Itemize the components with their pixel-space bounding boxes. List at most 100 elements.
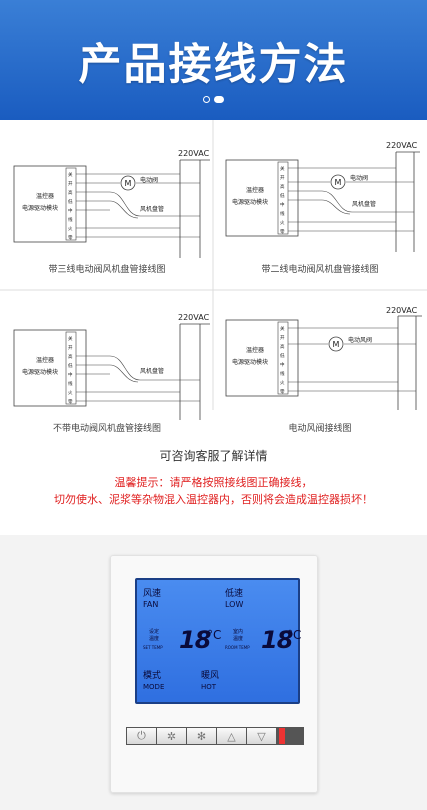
settings-icon: ✻ [196, 729, 207, 743]
fan-icon: ✲ [166, 729, 177, 743]
svg-text:开: 开 [68, 181, 73, 187]
svg-text:火: 火 [68, 226, 73, 232]
mode-value-cn: 暖风 [201, 671, 220, 681]
status-led [279, 728, 285, 744]
room-temp-label-en: ROOM TEMP [225, 645, 250, 650]
caption-1: 带三线电动阀风机盘管接线图 [48, 263, 165, 275]
power-icon: ⏻ [137, 729, 146, 742]
svg-text:线: 线 [280, 210, 285, 217]
svg-text:220VAC: 220VAC [386, 306, 418, 315]
caption-3: 不带电动阀风机盘管接线图 [53, 422, 161, 434]
svg-text:电源驱动模块: 电源驱动模块 [22, 368, 58, 376]
fan-value-en: LOW [225, 600, 244, 609]
carousel-dots [203, 96, 224, 103]
thermostat-buttons: ⏻ ✲ ✻ △ ▽ [126, 727, 304, 745]
svg-text:电动阀: 电动阀 [140, 176, 158, 184]
svg-text:火: 火 [68, 390, 73, 396]
temp-up-button[interactable]: △ [217, 728, 246, 744]
svg-text:低: 低 [280, 352, 285, 359]
thermostat-lcd: 风速 FAN 低速 LOW 设定 温度 SET TEMP 18 °C 室内 温度… [135, 578, 302, 704]
diagram-no-valve: 温控器 电源驱动模块 关 开 高 低 中 线 火 零 220VAC 风机盘管 [13, 313, 210, 420]
room-temp-value: 18 [261, 626, 293, 654]
mode-value-en: HOT [201, 683, 217, 691]
svg-text:中: 中 [280, 361, 285, 368]
svg-text:低: 低 [68, 198, 73, 205]
svg-text:关: 关 [280, 165, 285, 172]
power-button[interactable]: ⏻ [127, 728, 156, 744]
caption-4: 电动风阀接线图 [288, 422, 351, 434]
fan-label-cn: 风速 [143, 589, 162, 599]
svg-text:中: 中 [280, 201, 285, 208]
diagram-three-wire-valve: 温控器 电源驱动模块 关 开 高 低 中 线 火 零 220VAC M 电动阀 [13, 149, 210, 258]
svg-text:零: 零 [280, 229, 285, 235]
svg-text:高: 高 [280, 183, 285, 190]
warning-line-2: 切勿使水、泥浆等杂物混入温控器内，否则将会造成温控器损坏！ [54, 493, 373, 506]
svg-text:温控器: 温控器 [36, 356, 54, 364]
page-title: 产品接线方法 [78, 40, 349, 90]
room-temp-unit: °C [287, 628, 302, 642]
header-banner: 产品接线方法 [0, 0, 427, 120]
svg-text:开: 开 [280, 335, 285, 341]
svg-text:M: M [333, 340, 340, 349]
set-temp-unit: °C [207, 628, 222, 642]
svg-text:关: 关 [280, 325, 285, 332]
mode-label-cn: 模式 [143, 671, 162, 681]
svg-text:高: 高 [68, 189, 73, 196]
room-temp-label-2: 温度 [233, 636, 244, 642]
svg-text:220VAC: 220VAC [386, 141, 418, 150]
svg-text:电源驱动模块: 电源驱动模块 [22, 204, 58, 212]
svg-text:中: 中 [68, 371, 73, 378]
temp-down-button[interactable]: ▽ [247, 728, 276, 744]
set-temp-label-2: 温度 [149, 636, 160, 642]
room-temp-label-1: 室内 [233, 629, 244, 635]
diagram-two-wire-valve: 温控器 电源驱动模块 关 开 高 低 中 线 火 零 220VAC M 电动阀 [225, 141, 420, 252]
carousel-dot-active[interactable] [214, 96, 224, 103]
up-icon: △ [227, 729, 236, 743]
svg-text:高: 高 [280, 343, 285, 350]
set-temp-label-1: 设定 [149, 629, 160, 635]
svg-text:火: 火 [280, 380, 285, 386]
svg-text:温控器: 温控器 [246, 346, 264, 354]
svg-text:线: 线 [280, 370, 285, 377]
svg-text:零: 零 [280, 389, 285, 395]
svg-text:风机盘管: 风机盘管 [140, 367, 164, 375]
svg-text:M: M [125, 179, 132, 188]
set-temp-label-en: SET TEMP [143, 645, 163, 650]
svg-text:关: 关 [68, 171, 73, 178]
svg-text:电源驱动模块: 电源驱动模块 [232, 358, 268, 366]
svg-text:中: 中 [68, 207, 73, 214]
mode-label-en: MODE [143, 683, 165, 691]
warning-line-1: 温馨提示：请严格按照接线图正确接线， [114, 476, 313, 489]
svg-text:低: 低 [280, 192, 285, 199]
down-icon: ▽ [257, 729, 266, 743]
carousel-dot[interactable] [203, 96, 210, 103]
set-temp-value: 18 [179, 626, 211, 654]
svg-text:电动阀: 电动阀 [350, 174, 368, 182]
svg-text:低: 低 [68, 362, 73, 369]
svg-text:关: 关 [68, 335, 73, 342]
fan-speed-button[interactable]: ✲ [157, 728, 186, 744]
svg-text:开: 开 [280, 175, 285, 181]
mode-button[interactable]: ✻ [187, 728, 216, 744]
svg-text:零: 零 [68, 235, 73, 241]
svg-text:风机盘管: 风机盘管 [352, 200, 376, 208]
svg-text:温控器: 温控器 [36, 192, 54, 200]
diagram-air-valve: 温控器 电源驱动模块 关 开 高 低 中 线 火 零 220VAC M 电动风阀 [225, 306, 422, 410]
support-text: 可咨询客服了解详情 [159, 449, 268, 463]
svg-text:零: 零 [68, 399, 73, 405]
fan-label-en: FAN [143, 600, 159, 609]
svg-text:220VAC: 220VAC [178, 149, 210, 158]
svg-text:电源驱动模块: 电源驱动模块 [232, 198, 268, 206]
fan-value-cn: 低速 [225, 589, 244, 599]
svg-text:220VAC: 220VAC [178, 313, 210, 322]
svg-text:线: 线 [68, 380, 73, 387]
svg-text:线: 线 [68, 216, 73, 223]
svg-text:开: 开 [68, 345, 73, 351]
svg-text:火: 火 [280, 220, 285, 226]
wiring-diagrams: 温控器 电源驱动模块 关 开 高 低 中 线 火 零 220VAC M 电动阀 [0, 120, 427, 460]
svg-text:M: M [335, 178, 342, 187]
svg-text:电动风阀: 电动风阀 [348, 336, 372, 344]
svg-text:风机盘管: 风机盘管 [140, 205, 164, 213]
caption-2: 带二线电动阀风机盘管接线图 [261, 263, 378, 275]
svg-text:高: 高 [68, 353, 73, 360]
